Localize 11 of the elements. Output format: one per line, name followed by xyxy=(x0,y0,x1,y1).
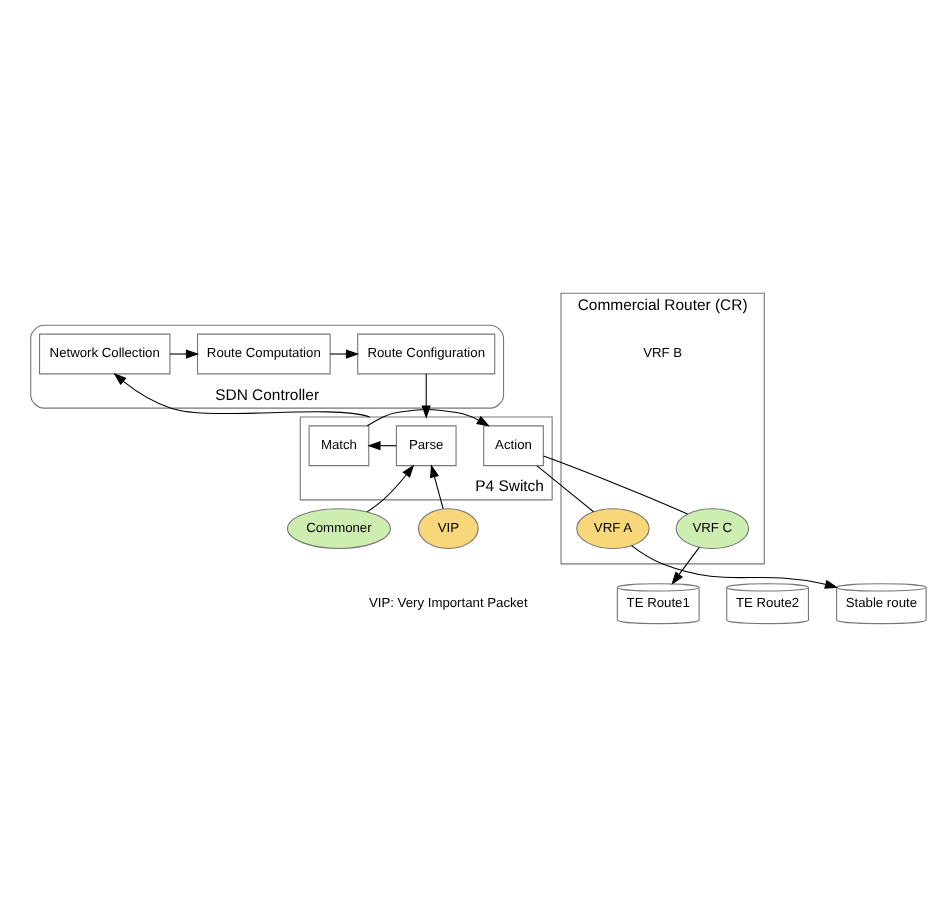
arrow xyxy=(671,545,700,584)
arrow xyxy=(421,372,431,418)
arrow xyxy=(430,463,444,509)
arrow xyxy=(366,407,490,426)
arrow xyxy=(366,463,415,512)
arrow xyxy=(169,348,200,358)
arrow xyxy=(113,371,371,417)
arrow xyxy=(329,348,360,358)
connector xyxy=(536,464,595,512)
connector xyxy=(542,454,689,514)
arrow xyxy=(631,544,839,588)
